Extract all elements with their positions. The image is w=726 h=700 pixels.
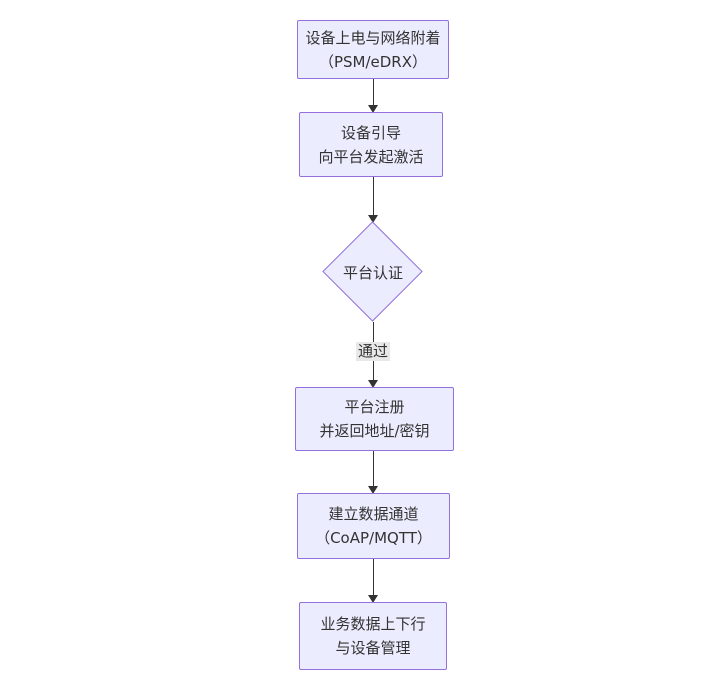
node-bootstrap-activate: 设备引导 向平台发起激活 <box>299 112 443 177</box>
arrowhead-down-icon <box>368 215 378 223</box>
edge-arrow-4 <box>367 451 379 494</box>
edge-arrow-2 <box>367 177 379 223</box>
arrow-line <box>372 451 374 491</box>
edge-arrow-5 <box>367 559 379 603</box>
node-text-line: 设备上电与网络附着 <box>305 28 441 47</box>
arrowhead-down-icon <box>368 595 378 603</box>
node-business-data: 业务数据上下行 与设备管理 <box>299 602 447 670</box>
node-text-line: 平台注册 <box>344 398 405 416</box>
edge-arrow-1 <box>367 79 379 113</box>
node-text-line: 向平台发起激活 <box>318 147 424 166</box>
node-text-line: 设备引导 <box>340 123 401 142</box>
node-text-line: 建立数据通道 <box>328 505 419 523</box>
node-text-line: （PSM/eDRX） <box>318 52 428 71</box>
arrow-line <box>372 177 374 220</box>
node-text-line: 平台认证 <box>342 263 403 282</box>
node-platform-auth-decision: 平台认证 <box>322 221 424 322</box>
arrow-line <box>372 559 374 600</box>
edge-label-pass: 通过 <box>355 342 391 361</box>
arrowhead-down-icon <box>368 486 378 494</box>
arrowhead-down-icon <box>368 380 378 388</box>
node-text-line: 业务数据上下行 <box>320 615 426 633</box>
node-platform-register: 平台注册 并返回地址/密钥 <box>295 387 454 451</box>
node-text-line: （CoAP/MQTT） <box>315 529 432 547</box>
node-power-attach: 设备上电与网络附着 （PSM/eDRX） <box>297 20 449 79</box>
arrow-line <box>372 79 374 110</box>
arrowhead-down-icon <box>368 105 378 113</box>
node-text-line: 与设备管理 <box>335 639 411 657</box>
node-data-channel: 建立数据通道 （CoAP/MQTT） <box>297 493 450 559</box>
node-text-line: 并返回地址/密钥 <box>319 422 430 440</box>
